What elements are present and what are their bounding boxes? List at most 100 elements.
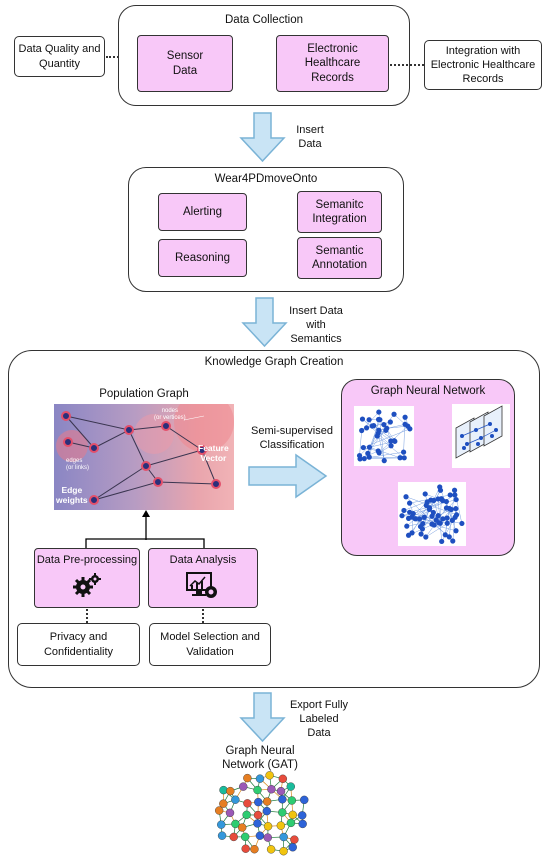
graph-node	[405, 423, 411, 429]
nodes-label: nodes (or vertices)	[154, 408, 186, 421]
gat-node	[253, 810, 263, 820]
edge-weights-label: Edge weights	[56, 485, 88, 505]
graph-node	[360, 444, 366, 451]
gat-node	[278, 808, 287, 817]
gat-node	[263, 822, 273, 831]
down-arrow-1	[239, 112, 286, 163]
integration-ehr-box[interactable]: Integration with Electronic Healthcare R…	[424, 40, 542, 90]
gat-node	[225, 808, 235, 818]
graph-node	[431, 497, 437, 504]
down-arrow-3	[239, 692, 286, 743]
gat-node	[253, 819, 262, 828]
graph-node	[417, 516, 423, 522]
graph-node	[369, 423, 375, 429]
kg-title: Knowledge Graph Creation	[204, 356, 344, 368]
graph-node	[359, 427, 365, 434]
ehr-box[interactable]: Electronic Healthcare Records	[276, 35, 389, 92]
graph-node	[437, 520, 443, 526]
gat-node	[300, 795, 309, 805]
gat-node	[290, 835, 299, 844]
graph-node	[366, 417, 372, 423]
gat-node	[226, 786, 235, 796]
semantic-integration-box[interactable]: Semanitc Integration	[297, 191, 382, 233]
graph-node	[429, 521, 435, 527]
gat-node	[238, 823, 247, 832]
graph-node	[410, 511, 416, 517]
dotted-connector	[390, 64, 424, 66]
gat-node	[214, 806, 224, 815]
graph-node	[357, 456, 363, 462]
dotted-connector	[106, 56, 119, 58]
graph-node	[376, 427, 382, 433]
graph-node	[435, 496, 441, 502]
privacy-box[interactable]: Privacy and Confidentiality	[17, 623, 140, 666]
gat-node	[242, 810, 251, 820]
graph-node	[400, 449, 407, 455]
graph-node	[388, 443, 394, 449]
gat-node	[254, 797, 263, 807]
graph-node	[440, 516, 446, 522]
graph-node	[366, 454, 372, 460]
analysis-box[interactable]	[148, 548, 258, 608]
gat-node	[217, 831, 227, 840]
graph-node	[452, 492, 458, 498]
graph-node	[421, 514, 427, 520]
gat-node	[288, 843, 297, 852]
gat-node	[217, 820, 226, 829]
population-graph-image: nodes (or vertices) edges (or links) Fea…	[54, 404, 234, 510]
graph-node	[452, 514, 458, 520]
population-graph	[56, 404, 234, 505]
gnn-layers	[452, 404, 510, 468]
graph-node	[429, 513, 435, 519]
dotted-connector	[86, 609, 88, 623]
gat-node	[286, 782, 295, 791]
graph-node	[423, 534, 429, 540]
graph-node	[442, 532, 448, 538]
gat-node	[265, 771, 274, 780]
graph-node	[439, 538, 445, 545]
graph-node	[420, 520, 426, 527]
analytics-monitor-icon	[186, 572, 217, 598]
graph-node	[422, 491, 428, 497]
gat-node	[298, 811, 307, 820]
graph-node	[404, 523, 410, 529]
down-arrow-2	[241, 297, 288, 348]
arrow2-label: Insert Data with Semantics	[289, 305, 343, 345]
gat-node	[287, 796, 297, 805]
gat-node	[255, 774, 265, 783]
graph-node	[376, 409, 382, 415]
preprocessing-box[interactable]	[34, 548, 140, 608]
semantic-annotation-box[interactable]: Semantic Annotation	[297, 237, 382, 279]
dotted-connector	[202, 609, 204, 623]
gat-node	[219, 799, 228, 808]
model-selection-box[interactable]: Model Selection and Validation	[149, 623, 271, 666]
semi-supervised-label: Semi-supervised Classification	[251, 425, 333, 451]
gat-node	[267, 785, 276, 794]
graph-node	[459, 520, 465, 527]
graph-node	[446, 534, 452, 540]
sensor-data-box[interactable]: Sensor Data	[137, 35, 233, 92]
graph-node	[366, 444, 373, 450]
graph-node	[363, 425, 370, 431]
gnn-title: Graph Neural Network	[370, 385, 486, 397]
graph-node	[418, 531, 424, 537]
ontology-title: Wear4PDmoveOnto	[214, 173, 318, 185]
gat-node	[240, 832, 250, 842]
gat-node	[262, 806, 272, 816]
graph-node	[381, 458, 387, 464]
gat-node	[279, 846, 288, 856]
graph-node	[383, 427, 389, 433]
gnn-graph-2	[398, 482, 466, 546]
graph-node	[376, 450, 382, 456]
graph-node	[397, 455, 403, 461]
alerting-box[interactable]: Alerting	[158, 193, 247, 231]
graph-node	[426, 505, 433, 511]
gat-node	[243, 773, 252, 783]
gat-node	[229, 832, 238, 842]
graph-node	[401, 455, 407, 461]
reasoning-box[interactable]: Reasoning	[158, 239, 247, 277]
gat-node	[262, 797, 272, 806]
arrow3-label: Export Fully Labeled Data	[289, 699, 349, 739]
graph-node	[405, 532, 412, 538]
data-quality-box[interactable]: Data Quality and Quantity	[14, 36, 105, 77]
